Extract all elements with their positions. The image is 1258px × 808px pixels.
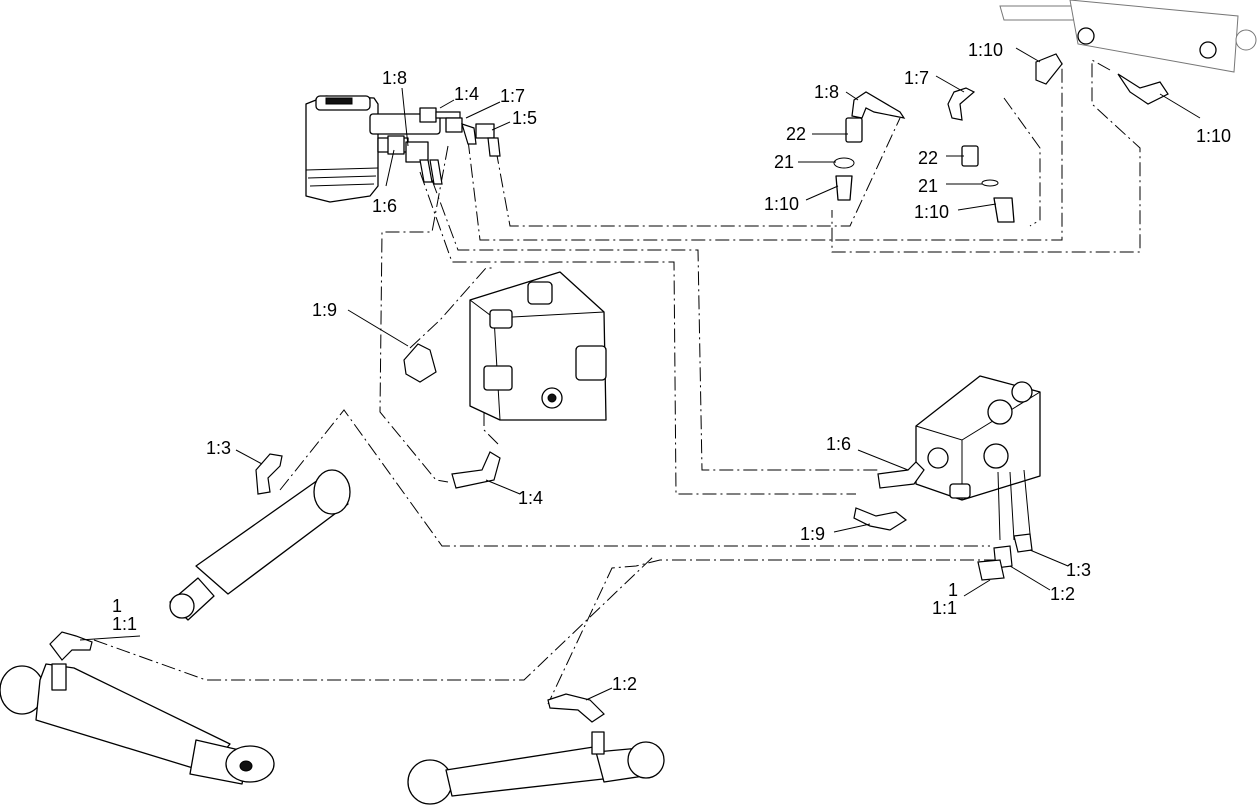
fitting-stack-left xyxy=(833,91,906,201)
route-1-2-to-lower-cylinder xyxy=(547,559,998,705)
elbow-1-1-left xyxy=(49,631,93,661)
route-1-1-to-left-cylinder xyxy=(93,555,655,681)
callout-1-right: 1 xyxy=(948,580,958,600)
route-steering-to-rear-cylinder xyxy=(379,145,449,483)
fitting-1-5 xyxy=(475,123,495,139)
callout-21-left: 21 xyxy=(774,152,794,172)
route-fitting-stack-right xyxy=(1003,97,1041,227)
callout-1-2-bottom: 1:2 xyxy=(612,674,637,694)
fitting-1-7 xyxy=(445,117,463,133)
callout-21-right: 21 xyxy=(918,176,938,196)
callout-labels: 1:8 1:4 1:7 1:5 1:6 1:8 22 21 1:10 1:7 2… xyxy=(112,40,1231,694)
fitting-1-8 xyxy=(405,141,429,163)
hose-end-1-10-mid xyxy=(993,197,1015,223)
elbow-1-10-top xyxy=(1035,53,1063,85)
fitting-1-4 xyxy=(419,107,437,123)
route-steering-to-top-cylinder xyxy=(467,62,1063,241)
right-valve-block xyxy=(853,375,1041,581)
callout-1-6-right: 1:6 xyxy=(826,434,851,454)
hose-1-5 xyxy=(487,137,501,157)
route-steering-to-valve-1-9 xyxy=(419,171,856,495)
elbow-1-9-top xyxy=(403,343,437,383)
callout-22-left: 22 xyxy=(786,124,806,144)
callout-1-9-top: 1:9 xyxy=(312,300,337,320)
hose-1-7 xyxy=(461,123,477,145)
callout-1-7-left: 1:7 xyxy=(500,86,525,106)
bottom-center-cylinder xyxy=(407,693,665,805)
callout-1-9-bottom: 1:9 xyxy=(800,524,825,544)
callout-1-4-bottom: 1:4 xyxy=(518,488,543,508)
route-steering-to-valve-1-6 xyxy=(431,179,880,471)
hose-1-8 xyxy=(419,159,433,183)
callout-1-4-top: 1:4 xyxy=(454,84,479,104)
adapter-22-left xyxy=(845,117,863,143)
hose-1-2-bottom xyxy=(547,693,605,723)
middle-valve-block xyxy=(403,271,607,489)
callout-1-1-right: 1:1 xyxy=(932,598,957,618)
hose-1-6-top xyxy=(429,159,443,185)
elbow-1-8-right xyxy=(851,91,906,119)
oring-21-left xyxy=(833,157,855,169)
callout-1-7-right: 1:7 xyxy=(904,68,929,88)
elbow-1-3-left xyxy=(255,453,283,495)
route-1-5 xyxy=(495,117,901,227)
route-1-9-valve-left xyxy=(409,267,494,349)
fitting-stack-right xyxy=(947,87,1015,223)
elbow-1-7-right xyxy=(947,87,976,121)
steering-fittings xyxy=(387,107,501,185)
callout-1-left: 1 xyxy=(112,596,122,616)
callout-1-6-top: 1:6 xyxy=(372,196,397,216)
callout-1-3-right: 1:3 xyxy=(1066,560,1091,580)
hose-1-9-right xyxy=(853,507,908,531)
callout-1-3-left: 1:3 xyxy=(206,438,231,458)
elbow-1-10-far xyxy=(1117,73,1169,105)
callout-1-10-top: 1:10 xyxy=(968,40,1003,60)
route-1-3 xyxy=(279,409,990,547)
bottom-left-cylinder xyxy=(0,631,275,785)
top-cylinder-fittings xyxy=(1035,53,1169,105)
oring-21-right xyxy=(981,179,999,187)
hose-1-4-bottom xyxy=(451,451,501,489)
fitting-1-1-right xyxy=(977,559,1005,581)
hose-end-1-10-left xyxy=(835,175,853,201)
callout-1-8-left: 1:8 xyxy=(382,68,407,88)
fitting-1-3-right xyxy=(1013,533,1033,553)
callout-1-10-mid: 1:10 xyxy=(914,202,949,222)
hose-routes xyxy=(93,59,1141,705)
route-1-10-right xyxy=(831,59,1141,253)
fitting-1-6 xyxy=(387,135,405,155)
route-1-4-bottom xyxy=(483,412,499,445)
callout-1-10-far: 1:10 xyxy=(1196,126,1231,146)
callout-1-1-left: 1:1 xyxy=(112,614,137,634)
top-right-cylinder xyxy=(999,0,1257,73)
callout-1-10-left: 1:10 xyxy=(764,194,799,214)
callout-22-right: 22 xyxy=(918,148,938,168)
leader-lines xyxy=(79,47,1201,701)
hose-1-4-top xyxy=(435,111,461,119)
callout-1-8-right: 1:8 xyxy=(814,82,839,102)
middle-left-cylinder xyxy=(169,453,351,621)
callout-1-5: 1:5 xyxy=(512,108,537,128)
adapter-22-right xyxy=(961,145,979,167)
callout-1-2-right: 1:2 xyxy=(1050,584,1075,604)
